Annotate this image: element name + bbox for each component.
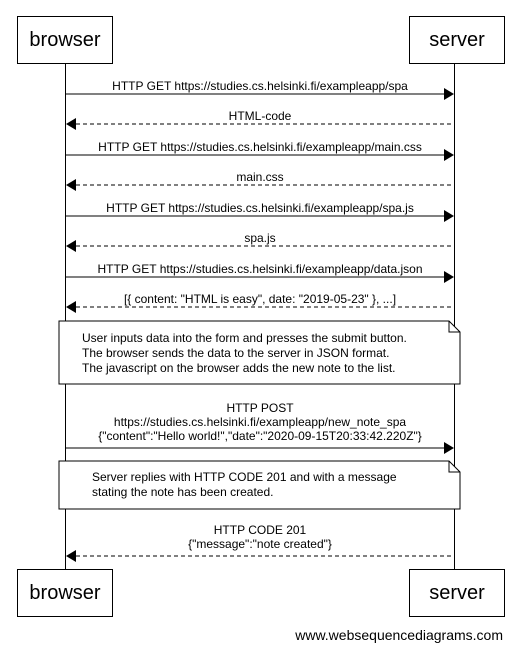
participant-label: browser: [29, 581, 101, 604]
message-text: HTTP GET https://studies.cs.helsinki.fi/…: [98, 140, 422, 154]
message-arrow: [66, 442, 454, 454]
message-text: spa.js: [244, 231, 276, 245]
message-text: HTTP CODE 201: [213, 523, 307, 537]
lifeline-server: [454, 64, 455, 569]
message-label: HTML-code: [66, 109, 454, 123]
message-arrow: [66, 550, 453, 562]
message-text: main.css: [236, 170, 284, 184]
message-label: HTTP POST https://studies.cs.helsinki.fi…: [66, 401, 454, 443]
message-arrow: [66, 240, 453, 252]
message-text: https://studies.cs.helsinki.fi/exampleap…: [113, 415, 407, 429]
lifeline-browser: [65, 64, 66, 569]
message-label: HTTP CODE 201 {"message":"note created"}: [66, 523, 454, 551]
participant-label: server: [429, 581, 485, 604]
note-line: User inputs data into the form and press…: [82, 331, 407, 345]
message-arrow: [66, 149, 454, 161]
note-line: The javascript on the browser adds the n…: [82, 361, 396, 375]
message-label: HTTP GET https://studies.cs.helsinki.fi/…: [66, 140, 454, 154]
participant-label: server: [429, 28, 485, 51]
note-box: [58, 320, 461, 385]
message-text: HTTP GET https://studies.cs.helsinki.fi/…: [97, 262, 423, 276]
message-label: HTTP GET https://studies.cs.helsinki.fi/…: [66, 79, 454, 93]
message-label: [{ content: "HTML is easy", date: "2019-…: [66, 292, 454, 306]
note-text: Server replies with HTTP CODE 201 and wi…: [92, 470, 397, 500]
note-line: stating the note has been created.: [92, 485, 274, 499]
message-text: [{ content: "HTML is easy", date: "2019-…: [123, 292, 397, 306]
participant-browser-bottom: browser: [17, 569, 113, 617]
message-arrow: [66, 210, 454, 222]
note-line: Server replies with HTTP CODE 201 and wi…: [92, 470, 397, 484]
message-text: HTTP POST: [226, 401, 294, 415]
message-label: main.css: [66, 170, 454, 184]
message-arrow: [66, 88, 454, 100]
participant-browser-top: browser: [17, 16, 113, 64]
message-arrow: [66, 301, 453, 313]
note-text: User inputs data into the form and press…: [82, 331, 407, 376]
participant-server-top: server: [409, 16, 505, 64]
participant-label: browser: [29, 28, 101, 51]
message-label: HTTP GET https://studies.cs.helsinki.fi/…: [66, 262, 454, 276]
message-text: HTTP GET https://studies.cs.helsinki.fi/…: [112, 79, 408, 93]
message-text: HTTP GET https://studies.cs.helsinki.fi/…: [106, 201, 414, 215]
message-arrow: [66, 179, 453, 191]
message-arrow: [66, 271, 454, 283]
message-label: spa.js: [66, 231, 454, 245]
participant-server-bottom: server: [409, 569, 505, 617]
message-label: HTTP GET https://studies.cs.helsinki.fi/…: [66, 201, 454, 215]
message-arrow: [66, 118, 453, 130]
message-text: {"content":"Hello world!","date":"2020-0…: [98, 429, 422, 443]
note-box: [58, 460, 461, 510]
message-text: {"message":"note created"}: [188, 537, 332, 551]
message-text: HTML-code: [228, 109, 292, 123]
credit-link[interactable]: www.websequencediagrams.com: [295, 627, 503, 643]
note-line: The browser sends the data to the server…: [82, 346, 390, 360]
